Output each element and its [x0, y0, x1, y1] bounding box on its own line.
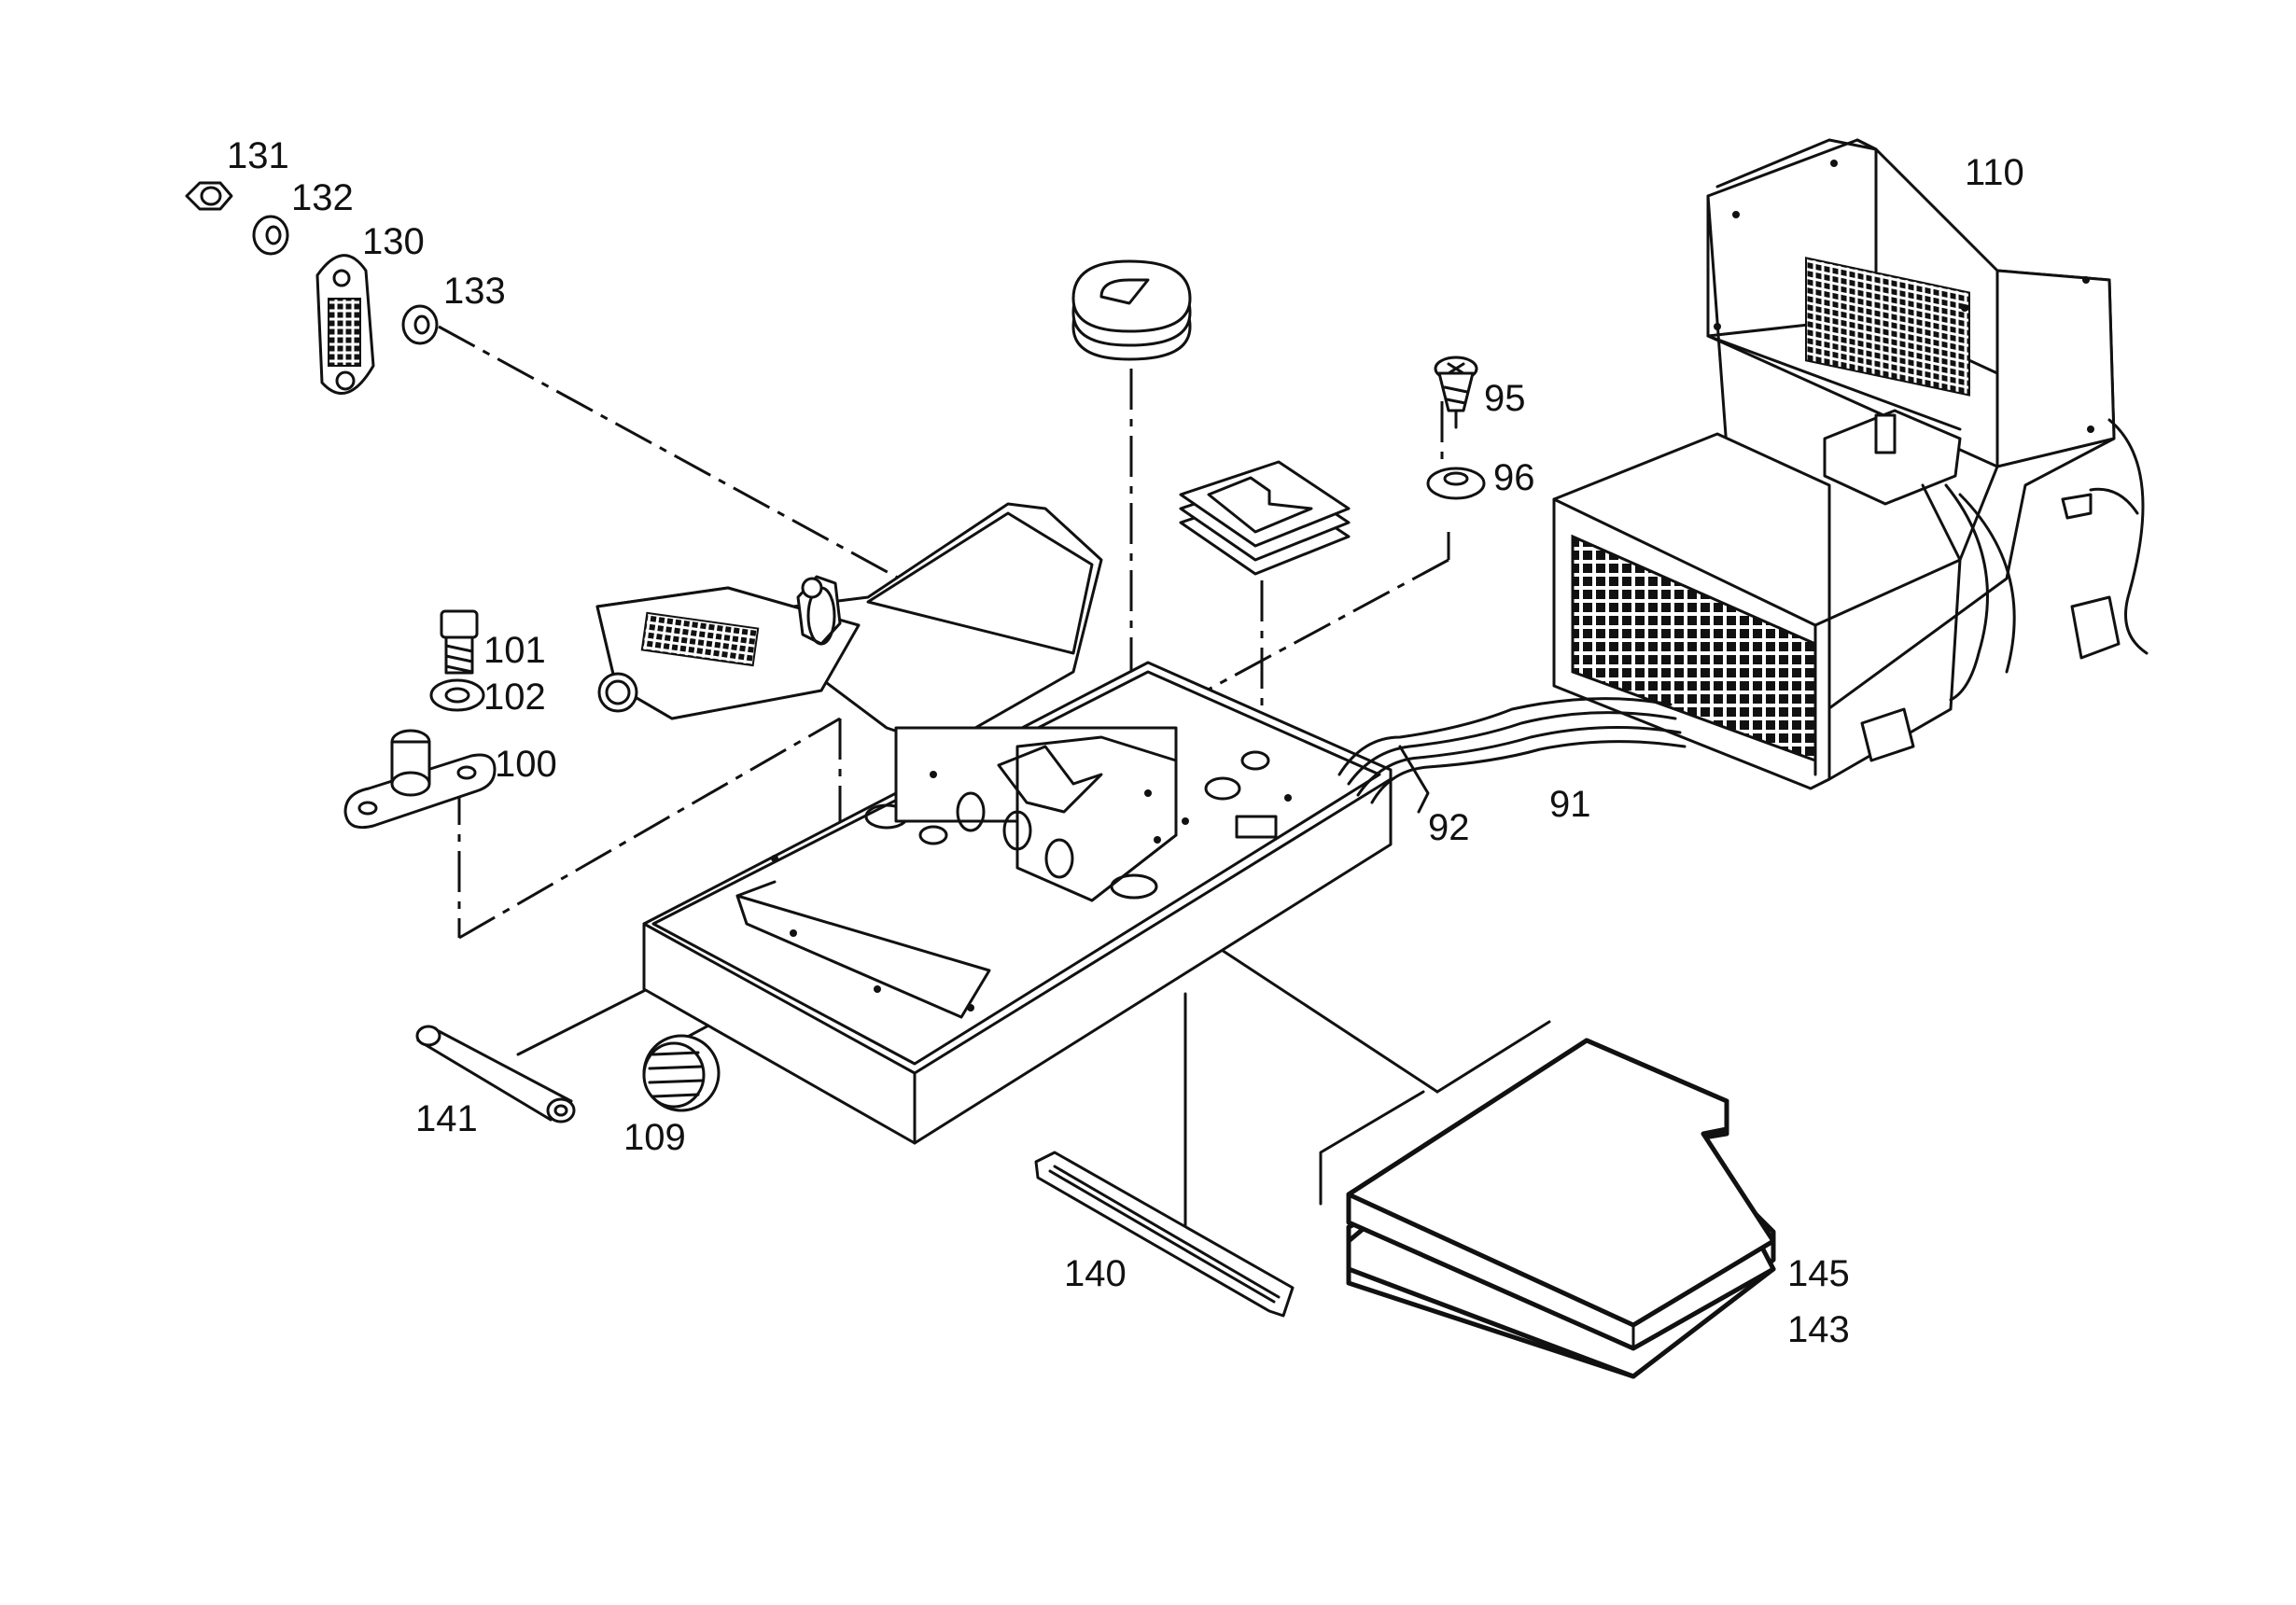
label-100: 100: [495, 744, 557, 785]
rubber-strip-icon: [1034, 1151, 1295, 1318]
label-131: 131: [227, 135, 289, 176]
pad-icon: [1346, 1038, 1776, 1379]
rod-icon: [415, 1025, 576, 1124]
label-101: 101: [483, 630, 546, 671]
screw-icon: [1434, 356, 1478, 429]
label-145: 145: [1787, 1253, 1850, 1294]
label-95: 95: [1484, 378, 1526, 419]
grommet-icon: [1071, 259, 1192, 361]
label-140: 140: [1064, 1253, 1127, 1294]
label-133: 133: [443, 271, 506, 312]
nut-icon: [185, 181, 233, 211]
label-102: 102: [483, 677, 546, 718]
control-panel-icon: [595, 502, 1178, 902]
label-141: 141: [415, 1098, 478, 1139]
hose-icon: [1337, 697, 1687, 814]
heater-unit-icon: [1552, 138, 2149, 790]
washer-icon: [401, 304, 439, 345]
washer-icon: [252, 215, 289, 256]
label-143: 143: [1787, 1309, 1850, 1350]
label-91: 91: [1549, 784, 1591, 825]
bolt-icon: [440, 609, 479, 675]
label-132: 132: [291, 177, 354, 218]
grommet-icon: [1179, 460, 1351, 576]
part-labels: 131 132 130 133 110 95 96 101 102 100 92…: [227, 135, 2024, 1350]
base-plate-icon: [642, 661, 1393, 1145]
mounting-plate-icon: [343, 729, 497, 830]
label-92: 92: [1428, 807, 1470, 848]
strap-icon: [315, 254, 375, 396]
plug-icon: [642, 1034, 721, 1112]
label-130: 130: [362, 221, 425, 262]
washer-icon: [1426, 467, 1486, 500]
label-110: 110: [1965, 152, 2024, 193]
label-109: 109: [623, 1117, 686, 1158]
label-96: 96: [1493, 457, 1535, 498]
washer-icon: [429, 678, 485, 712]
